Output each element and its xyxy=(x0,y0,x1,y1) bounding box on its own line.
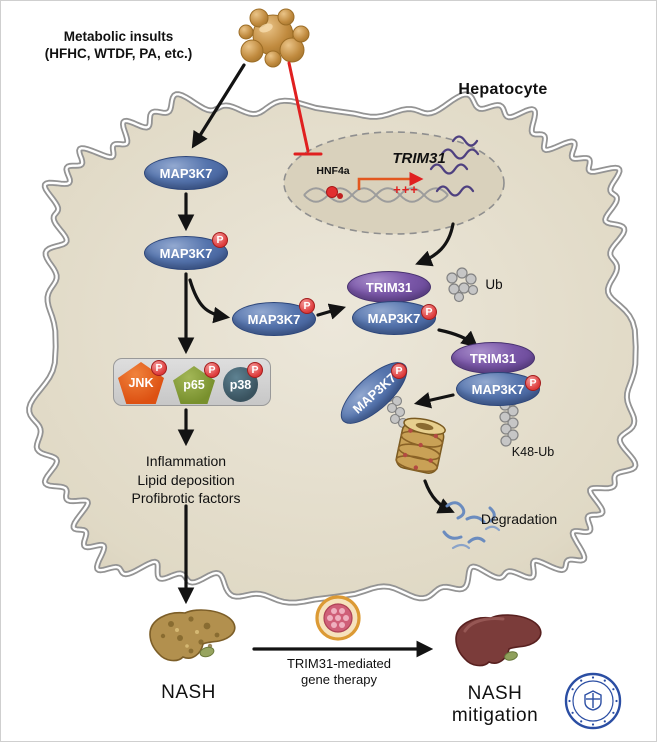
arrow-proteasome-to-degradation xyxy=(423,479,455,514)
map3k7-phospho-node: MAP3K7 xyxy=(144,236,228,270)
nash-mitigation-line2: mitigation xyxy=(451,705,539,726)
hnf4a-protein-dot xyxy=(326,186,338,198)
proteasome-icon xyxy=(395,417,446,474)
metabolic-insults-label: Metabolic insults (HFHC, WTDF, PA, etc.) xyxy=(26,28,211,62)
mrna-squiggles xyxy=(429,135,480,197)
aav-vector-icon xyxy=(315,595,361,641)
degradation-fragments-icon xyxy=(442,501,501,550)
downstream-outcomes-label: Inflammation Lipid deposition Profibroti… xyxy=(89,452,283,508)
hnf4a-protein-dot-small xyxy=(337,193,343,199)
journal-seal-logo xyxy=(564,672,622,730)
metabolic-insults-line2: (HFHC, WTDF, PA, etc.) xyxy=(44,46,193,61)
hepatocyte-label: Hepatocyte xyxy=(458,81,548,98)
trim31-gene-label: TRIM31 xyxy=(392,150,446,167)
metabolic-insults-line1: Metabolic insults xyxy=(63,29,174,44)
phospho-badge: P xyxy=(151,360,167,376)
arrow-nucleus-to-trim31 xyxy=(415,222,455,267)
nucleus xyxy=(283,131,505,235)
ubiquitin-cluster-icon xyxy=(446,267,479,303)
trim31-node: TRIM31 xyxy=(347,271,431,303)
outcome-inflammation: Inflammation xyxy=(145,453,227,469)
hnf4a-label: HNF4a xyxy=(316,165,350,177)
healthy-liver-icon xyxy=(455,614,542,667)
arrow-branch-right xyxy=(188,278,231,324)
arrow-to-proteasome xyxy=(413,392,455,409)
transcription-activation-label: +++ xyxy=(393,182,419,197)
nash-label: NASH xyxy=(161,682,216,703)
gene-therapy-line2: gene therapy xyxy=(301,672,377,687)
outcome-profibrotic-factors: Profibrotic factors xyxy=(131,490,241,506)
inhibition-line xyxy=(287,61,323,156)
degradation-label: Degradation xyxy=(480,511,558,527)
arrow-map3k7-to-trim31-complex xyxy=(316,303,346,320)
pathway-arrows xyxy=(177,63,479,658)
nash-mitigation-label: NASH mitigation xyxy=(431,683,559,727)
transcription-arrow xyxy=(357,171,424,190)
phospho-badge: P xyxy=(212,232,228,248)
phospho-badge: P xyxy=(421,304,437,320)
nash-liver-icon xyxy=(149,609,236,662)
phospho-badge: P xyxy=(391,363,407,379)
lipid-droplets-icon xyxy=(238,8,310,68)
phospho-badge: P xyxy=(247,362,263,378)
trim31-ubiquitinating-node: TRIM31 xyxy=(451,342,535,374)
outcome-lipid-deposition: Lipid deposition xyxy=(137,471,235,488)
gene-therapy-label: TRIM31-mediated gene therapy xyxy=(263,656,415,688)
phospho-badge: P xyxy=(204,362,220,378)
phospho-badge: P xyxy=(299,298,315,314)
ubiquitin-label: Ub xyxy=(485,277,503,292)
map3k7-node: MAP3K7 xyxy=(144,156,228,190)
arrow-insults-to-map3k7 xyxy=(191,63,246,149)
nash-mitigation-line1: NASH xyxy=(467,683,523,704)
gene-therapy-line1: TRIM31-mediated xyxy=(286,656,392,671)
phospho-badge: P xyxy=(525,375,541,391)
k48-ubiquitin-label: K48-Ub xyxy=(511,445,555,459)
